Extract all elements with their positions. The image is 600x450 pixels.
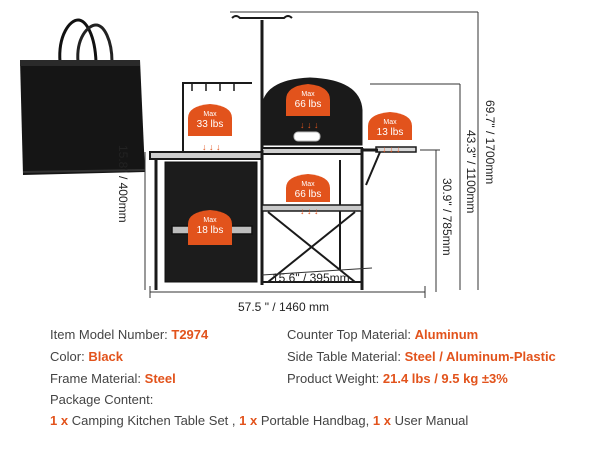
- badge-max: Max: [301, 91, 315, 98]
- load-badge-windscreen: Max 66 lbs: [286, 91, 330, 110]
- qty: 1 x: [50, 413, 69, 428]
- spec-label: Item Model Number:: [50, 327, 168, 342]
- spec-label: Product Weight:: [287, 371, 380, 386]
- load-badge-cabinet: Max 18 lbs: [188, 217, 232, 236]
- qty: 1 x: [239, 413, 258, 428]
- badge-max: Max: [301, 181, 315, 188]
- spec-label: Frame Material:: [50, 371, 142, 386]
- carry-bag: [20, 18, 146, 175]
- spec-side-table: Side Table Material: Steel / Aluminum-Pl…: [287, 349, 556, 364]
- dim-total-height: 69.7" / 1700mm: [483, 100, 497, 185]
- spec-value: Black: [88, 349, 124, 364]
- badge-weight: 66 lbs: [294, 99, 322, 110]
- spec-label: Counter Top Material:: [287, 327, 412, 342]
- load-badge-left-rack: Max 33 lbs: [188, 111, 232, 130]
- spec-package-label: Package Content:: [50, 392, 154, 407]
- kitchen-table: [149, 15, 417, 290]
- package-item: Camping Kitchen Table Set ,: [71, 413, 236, 428]
- package-item: Portable Handbag,: [260, 413, 370, 428]
- load-badge-side-table: Max 13 lbs: [368, 119, 412, 138]
- spec-color: Color: Black: [50, 349, 123, 364]
- dim-table-height: 43.3" / 1100mm: [464, 130, 478, 214]
- dim-side-height: 15.8" / 400mm: [116, 145, 130, 223]
- spec-value: T2974: [171, 327, 209, 342]
- spec-value: Aluminum: [414, 327, 479, 342]
- dim-width: 57.5 " / 1460 mm: [238, 300, 329, 314]
- spec-frame: Frame Material: Steel: [50, 371, 176, 386]
- spec-label: Color:: [50, 349, 85, 364]
- load-badge-shapes: ↓ ↓ ↓ ↓ ↓ ↓ ↓ ↓ ↓ ↓ ↓ ↓: [188, 84, 412, 245]
- spec-counter: Counter Top Material: Aluminum: [287, 327, 478, 342]
- svg-text:↓ ↓ ↓: ↓ ↓ ↓: [300, 120, 319, 130]
- spec-weight: Product Weight: 21.4 lbs / 9.5 kg ±3%: [287, 371, 508, 386]
- badge-weight: 18 lbs: [196, 225, 224, 236]
- dim-counter-height: 30.9" / 785mm: [440, 178, 454, 256]
- load-badge-shelf: Max 66 lbs: [286, 181, 330, 200]
- dimension-lines: [144, 11, 479, 298]
- spec-label: Side Table Material:: [287, 349, 401, 364]
- svg-text:↓ ↓ ↓: ↓ ↓ ↓: [382, 144, 401, 154]
- badge-max: Max: [203, 217, 217, 224]
- spec-value: Steel: [144, 371, 176, 386]
- spec-value: 21.4 lbs / 9.5 kg ±3%: [382, 371, 508, 386]
- qty: 1 x: [372, 413, 391, 428]
- package-item: User Manual: [394, 413, 469, 428]
- spec-value: Steel / Aluminum-Plastic: [404, 349, 556, 364]
- badge-weight: 66 lbs: [294, 189, 322, 200]
- product-illustration: ↓ ↓ ↓ ↓ ↓ ↓ ↓ ↓ ↓ ↓ ↓ ↓: [20, 11, 479, 298]
- badge-weight: 13 lbs: [376, 127, 404, 138]
- badge-weight: 33 lbs: [196, 119, 224, 130]
- badge-max: Max: [383, 119, 397, 126]
- svg-text:↓ ↓ ↓: ↓ ↓ ↓: [202, 142, 221, 152]
- dim-depth: 15.6" / 395mm: [272, 271, 350, 285]
- svg-text:↓ ↓ ↓: ↓ ↓ ↓: [300, 206, 319, 216]
- package-contents: 1 x Camping Kitchen Table Set , 1 x Port…: [50, 413, 468, 428]
- spec-model: Item Model Number: T2974: [50, 327, 208, 342]
- badge-max: Max: [203, 111, 217, 118]
